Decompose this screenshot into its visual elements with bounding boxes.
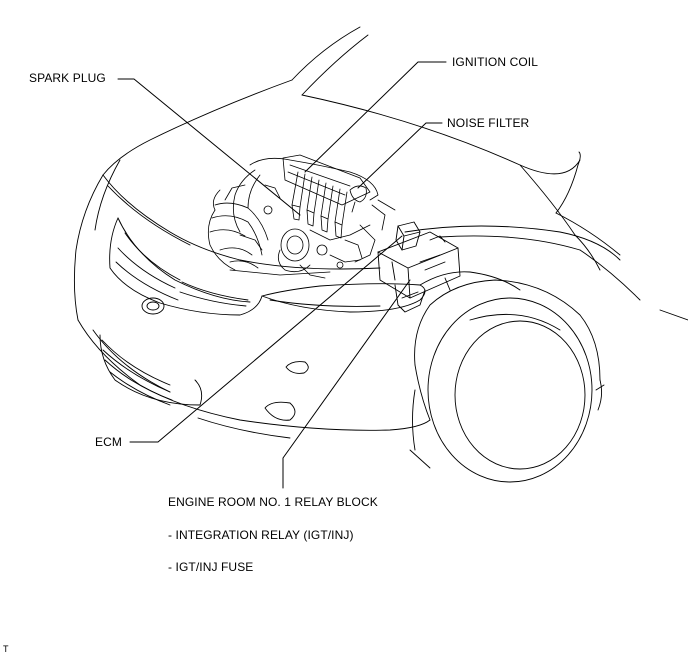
ignition-coil-leader-line <box>304 61 447 173</box>
noise-filter-leader-line <box>357 122 443 189</box>
engine-assembly <box>207 154 396 279</box>
ignition-coil-label: IGNITION COIL <box>452 55 538 69</box>
relay-block-item: - IGT/INJ FUSE <box>168 560 254 574</box>
figure-code: T <box>3 644 9 654</box>
spark-plug-label: SPARK PLUG <box>29 71 106 85</box>
car-body-outline <box>73 26 688 483</box>
ecm-relay-block-assembly <box>377 221 461 313</box>
ecm-label: ECM <box>95 435 122 449</box>
ecm-leader-line <box>129 235 403 443</box>
relay-block-leader-line <box>282 279 411 489</box>
relay-block-item: - INTEGRATION RELAY (IGT/INJ) <box>168 528 354 542</box>
relay-block-label: ENGINE ROOM NO. 1 RELAY BLOCK <box>168 495 378 509</box>
leader-lines <box>117 61 447 489</box>
noise-filter-label: NOISE FILTER <box>447 116 530 130</box>
spark-plug-leader-line <box>117 78 301 216</box>
